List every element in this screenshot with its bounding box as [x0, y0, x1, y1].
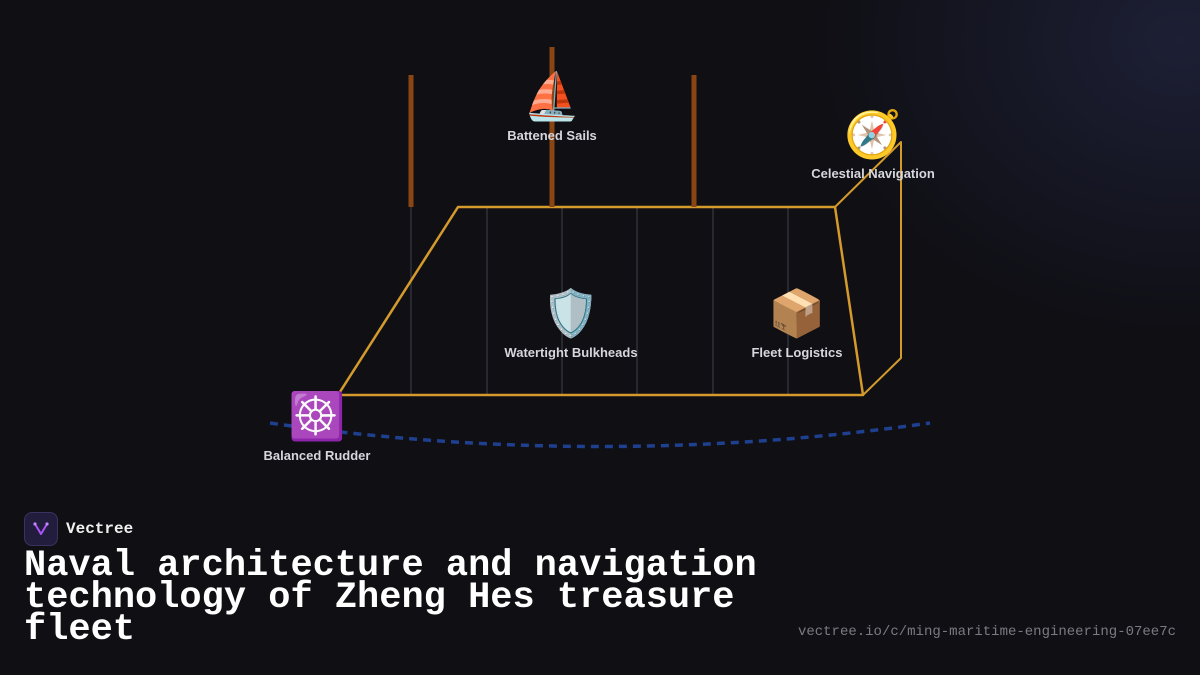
- bulkhead-lines: [410, 207, 789, 395]
- node-label: Battened Sails: [507, 128, 597, 143]
- ship-diagram: [269, 47, 931, 449]
- ship-wheel-icon: ☸️: [288, 389, 346, 443]
- node-label: Celestial Navigation: [811, 166, 935, 181]
- page-title: Naval architecture and navigation techno…: [24, 545, 757, 651]
- stern-outline: [834, 141, 902, 396]
- package-icon: 📦: [768, 286, 826, 340]
- brand-name: Vectree: [66, 520, 134, 538]
- sailboat-icon: ⛵: [523, 69, 581, 123]
- vectree-logo-icon: [24, 512, 58, 546]
- node-watertight-bulkheads: 🛡️ Watertight Bulkheads: [471, 285, 671, 360]
- node-battened-sails: ⛵ Battened Sails: [452, 68, 652, 143]
- node-label: Balanced Rudder: [263, 448, 371, 463]
- shield-icon: 🛡️: [542, 286, 600, 340]
- brand: Vectree: [24, 512, 133, 546]
- node-balanced-rudder: ☸️ Balanced Rudder: [217, 388, 417, 463]
- node-fleet-logistics: 📦 Fleet Logistics: [697, 285, 897, 360]
- node-label: Watertight Bulkheads: [504, 345, 638, 360]
- node-label: Fleet Logistics: [751, 345, 843, 360]
- node-celestial-navigation: 🧭 Celestial Navigation: [773, 106, 973, 181]
- masts: [408, 47, 697, 207]
- compass-icon: 🧭: [844, 107, 902, 161]
- page-url[interactable]: vectree.io/c/ming-maritime-engineering-0…: [797, 624, 1176, 640]
